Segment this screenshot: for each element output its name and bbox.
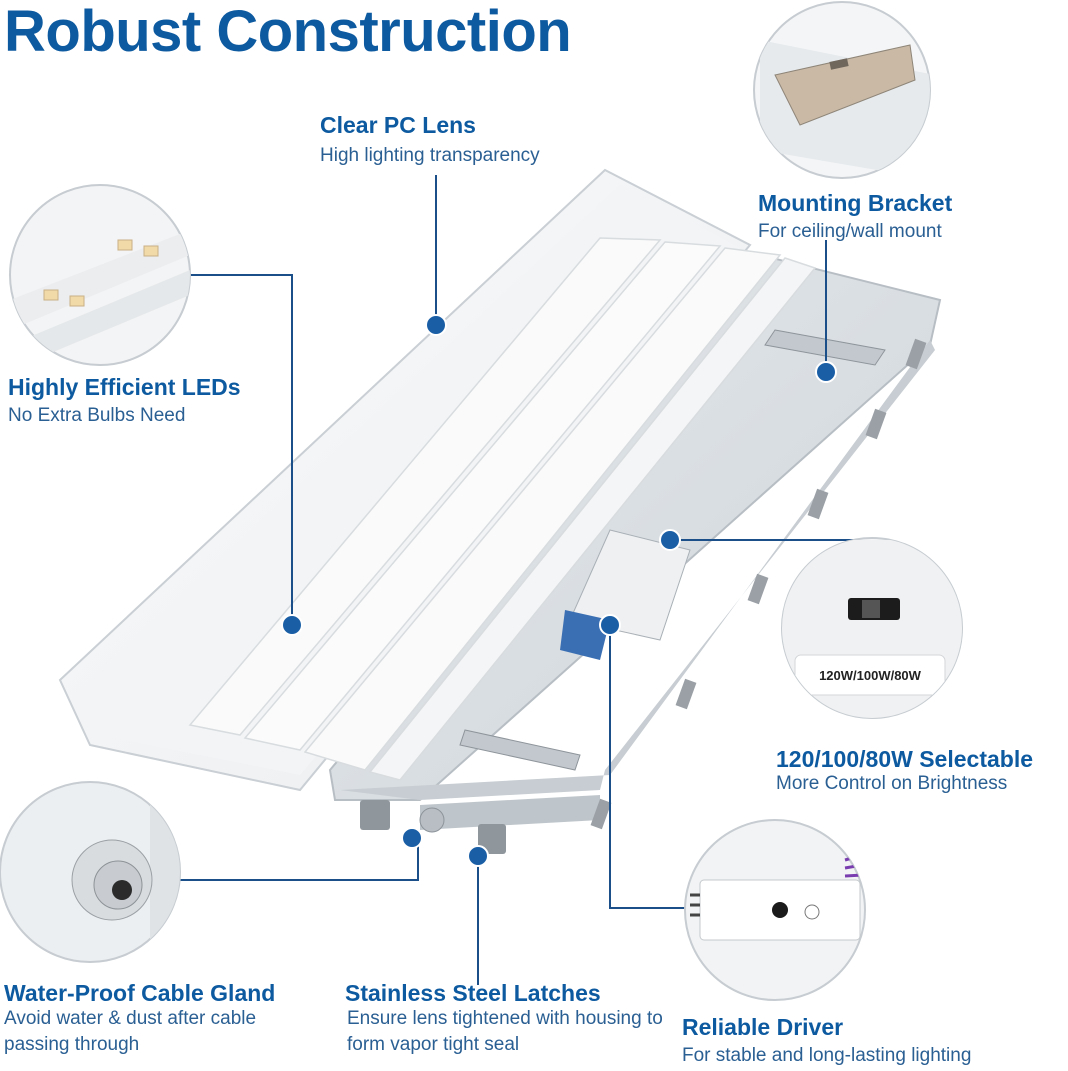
lens-feature-title: Clear PC Lens [320, 112, 476, 138]
callout-dots [281, 314, 837, 867]
leds-feature-title: Highly Efficient LEDs [8, 374, 241, 400]
bracket-feature-desc: For ceiling/wall mount [758, 221, 942, 242]
driver-feature-title: Reliable Driver [682, 1014, 844, 1040]
gland-feature-title: Water-Proof Cable Gland [4, 980, 276, 1006]
driver-feature-desc: For stable and long-lasting lighting [682, 1045, 972, 1066]
detail-leds [9, 184, 191, 366]
bracket-feature-title: Mounting Bracket [758, 190, 953, 216]
gland-feature-desc: Avoid water & dust after cable passing t… [4, 1008, 257, 1055]
detail-selectable-switch [781, 537, 963, 719]
selectable-feature-title: 120/100/80W Selectable [776, 746, 1033, 772]
latches-feature-desc: Ensure lens tightened with housing to fo… [347, 1008, 663, 1055]
latches [360, 800, 506, 854]
cable-gland [419, 807, 445, 833]
switch-wattage-label: 120W/100W/80W [819, 668, 922, 683]
detail-driver [684, 819, 866, 1001]
lens-feature-desc: High lighting transparency [320, 145, 540, 166]
driver-box [560, 529, 691, 660]
page-title: Robust Construction [4, 0, 572, 64]
selectable-feature-desc: More Control on Brightness [776, 773, 1008, 794]
latches-feature-title: Stainless Steel Latches [345, 980, 601, 1006]
led-boards [188, 237, 817, 781]
leds-feature-desc: No Extra Bulbs Need [8, 405, 186, 426]
detail-cable-gland [0, 781, 181, 963]
housing-clips [590, 338, 927, 830]
detail-mounting-bracket [753, 1, 931, 179]
